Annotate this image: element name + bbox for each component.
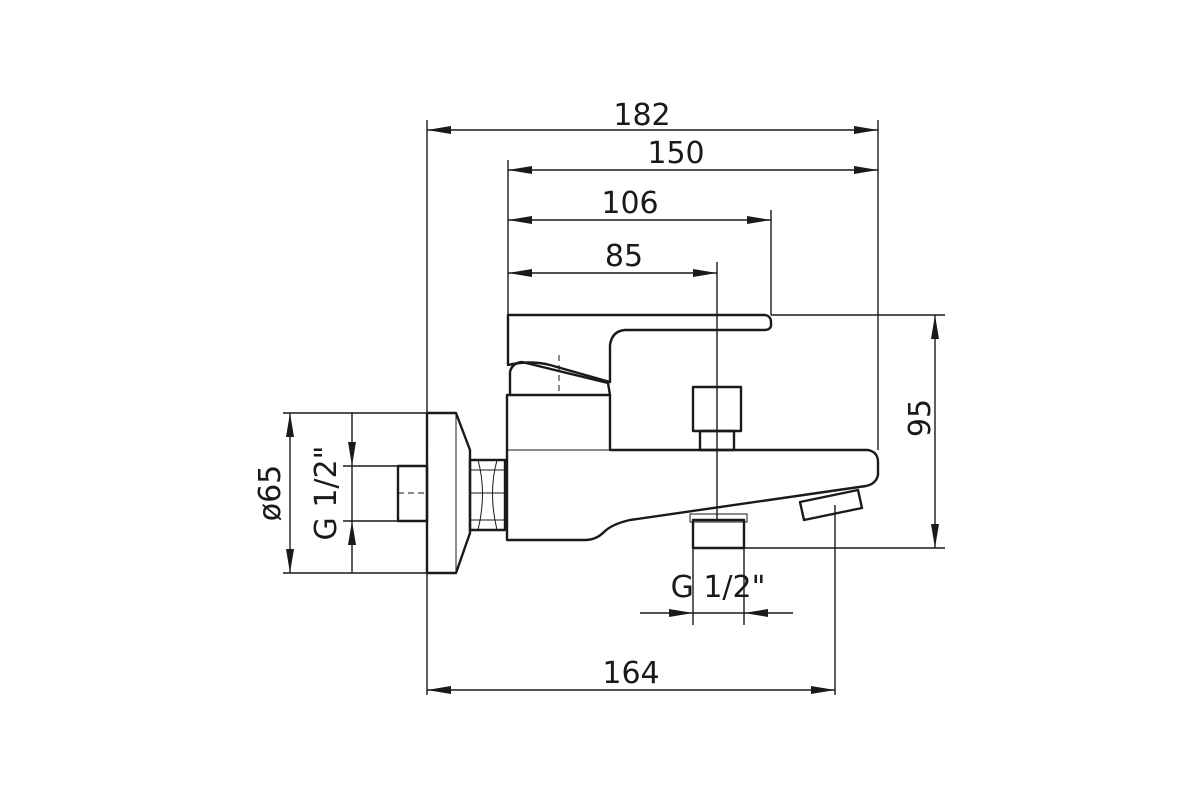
faucet-outline bbox=[396, 313, 880, 575]
spout-aerator bbox=[798, 488, 864, 522]
dim-height: 95 bbox=[903, 315, 939, 548]
dim-body-width-label: 150 bbox=[647, 136, 704, 171]
dim-spout-projection-label: 164 bbox=[602, 656, 659, 691]
dim-outlet-offset: 85 bbox=[508, 239, 717, 277]
dim-rosette-diameter-label: ø65 bbox=[253, 465, 288, 522]
dim-spout-projection: 164 bbox=[427, 656, 835, 694]
extension-lines bbox=[283, 120, 945, 695]
lever-handle bbox=[506, 313, 773, 384]
dim-handle-length-label: 106 bbox=[601, 186, 658, 221]
hex-nut bbox=[468, 458, 507, 532]
dim-handle-length: 106 bbox=[508, 186, 771, 224]
wall-rosette bbox=[425, 411, 472, 575]
dim-outlet-thread: G 1/2" bbox=[640, 570, 793, 617]
dim-overall-width: 182 bbox=[427, 98, 878, 134]
dim-inlet-thread-label: G 1/2" bbox=[309, 446, 344, 541]
dim-height-label: 95 bbox=[903, 399, 938, 437]
dim-rosette-diameter: ø65 bbox=[253, 413, 294, 573]
mixer-body bbox=[505, 393, 880, 542]
shower-outlet bbox=[691, 518, 746, 550]
dim-outlet-offset-label: 85 bbox=[605, 239, 643, 274]
dim-body-width: 150 bbox=[508, 136, 878, 174]
dim-outlet-thread-label: G 1/2" bbox=[671, 570, 766, 605]
dim-inlet-thread: G 1/2" bbox=[309, 413, 356, 573]
dim-overall-width-label: 182 bbox=[613, 98, 670, 133]
